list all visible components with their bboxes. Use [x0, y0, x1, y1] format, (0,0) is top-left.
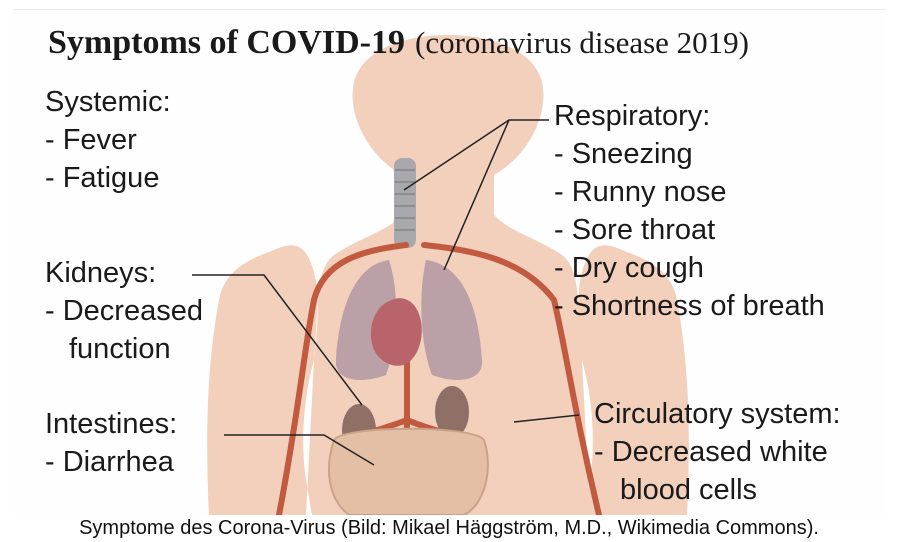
kidneys-heading: Kidneys:: [45, 254, 203, 292]
intestines-block: Intestines: - Diarrhea: [45, 405, 177, 481]
respiratory-item: - Shortness of breath: [554, 287, 825, 325]
kidneys-item: function: [45, 330, 203, 368]
figure-title: Symptoms of COVID-19 (coronavirus disease…: [48, 24, 749, 62]
respiratory-block: Respiratory: - Sneezing - Runny nose - S…: [554, 97, 825, 325]
intestines-item: - Diarrhea: [45, 443, 177, 481]
kidneys-item: - Decreased: [45, 292, 203, 330]
trachea-shape: [394, 158, 416, 248]
intestines-shape: [329, 429, 488, 515]
title-subtitle: (coronavirus disease 2019): [415, 25, 749, 60]
intestines-heading: Intestines:: [45, 405, 177, 443]
systemic-heading: Systemic:: [45, 83, 171, 121]
covid-symptoms-figure: Symptoms of COVID-19 (coronavirus disease…: [14, 9, 886, 515]
respiratory-item: - Runny nose: [554, 173, 825, 211]
respiratory-item: - Dry cough: [554, 249, 825, 287]
systemic-item: - Fatigue: [45, 159, 171, 197]
kidneys-block: Kidneys: - Decreased function: [45, 254, 203, 368]
circulatory-item: blood cells: [594, 471, 841, 509]
respiratory-heading: Respiratory:: [554, 97, 825, 135]
circulatory-item: - Decreased white: [594, 433, 841, 471]
title-main: Symptoms of COVID-19: [48, 24, 405, 61]
systemic-block: Systemic: - Fever - Fatigue: [45, 83, 171, 197]
systemic-item: - Fever: [45, 121, 171, 159]
figure-caption: Symptome des Corona-Virus (Bild: Mikael …: [0, 514, 898, 542]
respiratory-item: - Sore throat: [554, 211, 825, 249]
circulatory-block: Circulatory system: - Decreased white bl…: [594, 395, 841, 509]
respiratory-item: - Sneezing: [554, 135, 825, 173]
circulatory-heading: Circulatory system:: [594, 395, 841, 433]
